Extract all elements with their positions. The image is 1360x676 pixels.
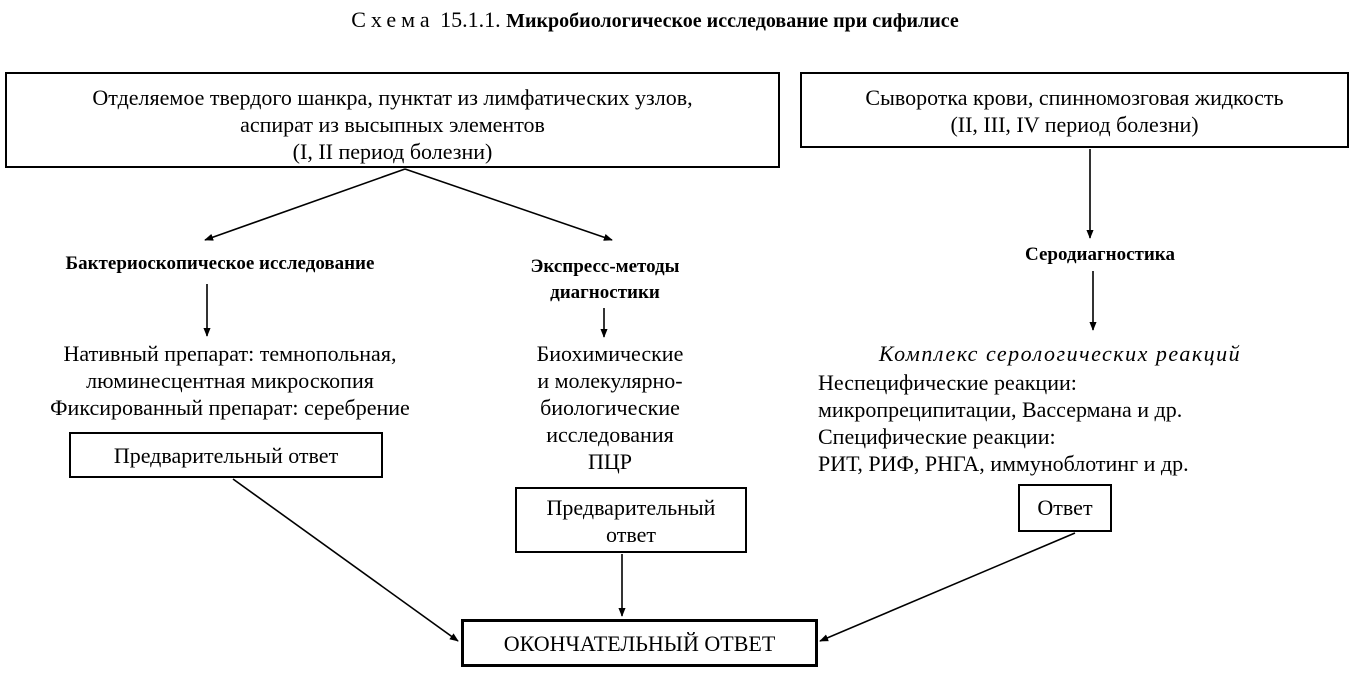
express-result-line-1: Предварительный [546,495,716,520]
express-title-line-2: диагностики [550,282,660,303]
serodiagnostics-complex: Комплекс серологических реакций [878,341,1242,366]
bacterioscopy-title: Бактериоскопическое исследование [65,253,375,274]
bacterioscopy-line-3: Фиксированный препарат: серебрение [50,395,410,420]
bacterioscopy-line-1: Нативный препарат: темнопольная, [63,341,397,366]
arrow-bacterioscopy-to-final [232,478,459,642]
serodiagnostics-result-box: Ответ [1018,484,1112,532]
material-left-line-1: Отделяемое твердого шанкра, пунктат из л… [92,85,693,110]
material-right-line-2: (II, III, IV период болезни) [950,112,1199,137]
serodiagnostics-line-3: Специфические реакции: [818,424,1056,449]
serodiagnostics-title: Серодиагностика [1025,244,1175,265]
express-methods: Биохимические и молекулярно- биологическ… [490,340,730,475]
scheme-title-prefix: Схема [351,7,435,32]
final-result: ОКОНЧАТЕЛЬНЫЙ ОТВЕТ [503,631,776,656]
bacterioscopy-methods: Нативный препарат: темнопольная, люминес… [0,340,460,421]
scheme-title: Схема 15.1.1. Микробиологическое исследо… [0,6,1310,35]
serodiagnostics-line-1: Неспецифические реакции: [818,370,1077,395]
express-title-line-1: Экспресс-методы [530,256,680,277]
express-title: Экспресс-методы диагностики [480,254,730,306]
material-left-line-3: (I, II период болезни) [292,139,493,164]
express-result-line-2: ответ [606,522,656,547]
material-right-line-1: Сыворотка крови, спинномозговая жидкость [865,85,1284,110]
scheme-title-text: Микробиологическое исследование при сифи… [506,10,959,32]
serodiagnostics-reactions: Неспецифические реакции: микропреципитац… [818,369,1338,477]
scheme-title-number: 15.1.1. [440,7,501,32]
bacterioscopy-result-box: Предварительный ответ [69,432,383,478]
express-result-box: Предварительный ответ [515,487,747,553]
serodiagnostics-line-2: микропреципитации, Вассермана и др. [818,397,1183,422]
bacterioscopy-line-2: люминесцентная микроскопия [86,368,374,393]
final-result-box: ОКОНЧАТЕЛЬНЫЙ ОТВЕТ [461,619,818,667]
express-line-1: Биохимические [536,341,684,366]
express-line-5: ПЦР [587,449,632,474]
material-left-line-2: аспират из высыпных элементов [240,112,545,137]
express-line-2: и молекулярно- [537,368,683,393]
arrow-to-express [404,168,613,241]
arrow-to-bacterioscopy [204,168,406,241]
material-right-box: Сыворотка крови, спинномозговая жидкость… [800,72,1349,148]
bacterioscopy-result: Предварительный ответ [113,443,339,468]
material-left-box: Отделяемое твердого шанкра, пунктат из л… [5,72,780,168]
serodiagnostics-line-4: РИТ, РИФ, РНГА, иммуноблотинг и др. [818,451,1189,476]
express-line-4: исследования [546,422,674,447]
serodiagnostics-result: Ответ [1037,495,1093,520]
arrow-serodiagnostics-to-final [819,532,1076,642]
express-line-3: биологические [540,395,680,420]
